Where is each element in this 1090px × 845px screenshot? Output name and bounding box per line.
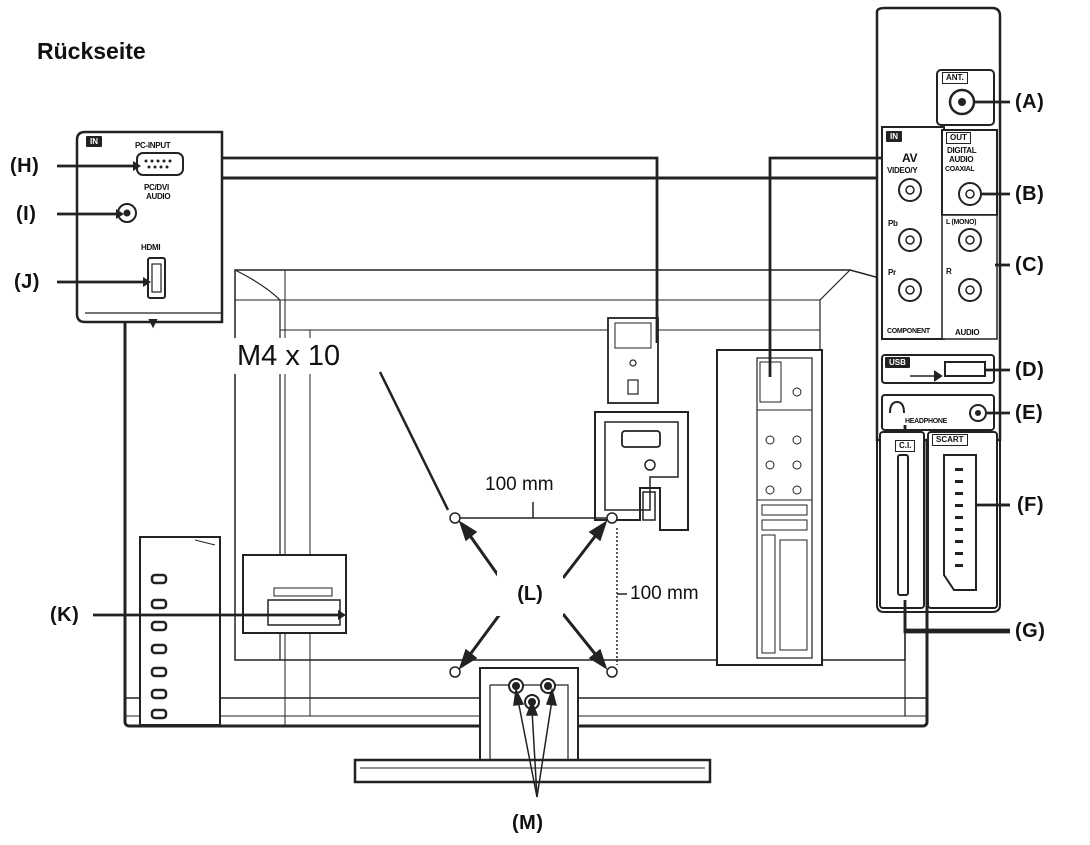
callout-G: (G) <box>1015 620 1046 642</box>
callout-A: (A) <box>1015 91 1045 113</box>
audio-label: AUDIO <box>955 328 980 337</box>
dimension-horizontal: 100 mm <box>482 474 557 496</box>
pc-dvi-label: PC/DVI <box>144 183 169 192</box>
component-label: COMPONENT <box>887 328 930 335</box>
connector-line-left <box>222 156 659 343</box>
screw-spec-label: M4 x 10 <box>231 338 347 374</box>
scart-connector <box>943 454 977 591</box>
center-terminal-small <box>607 317 659 404</box>
dimension-vertical: 100 mm <box>627 583 702 605</box>
callout-F: (F) <box>1017 494 1045 516</box>
callout-D: (D) <box>1015 359 1045 381</box>
callout-C: (C) <box>1015 254 1045 276</box>
video-y-jack <box>898 178 922 202</box>
pb-label: Pb <box>888 219 898 228</box>
callout-K: (K) <box>50 604 80 626</box>
callout-M: (M) <box>512 812 544 834</box>
headphone-label: HEADPHONE <box>905 418 948 425</box>
usb-label: USB <box>885 357 910 368</box>
coaxial-jack <box>958 182 982 206</box>
coaxial-label: COAXIAL <box>945 166 975 173</box>
r-label: R <box>946 267 952 276</box>
left-inset-panel <box>75 130 224 324</box>
out-tag: OUT <box>946 132 971 144</box>
pr-jack <box>898 278 922 302</box>
ci-slot <box>897 454 909 596</box>
digital-audio-label: AUDIO <box>949 155 974 164</box>
scart-label: SCART <box>932 434 968 446</box>
pr-label: Pr <box>888 268 896 277</box>
headphone-jack <box>969 404 987 422</box>
audio-r-jack <box>958 278 982 302</box>
pb-jack <box>898 228 922 252</box>
av-label: AV <box>902 151 918 165</box>
callout-I: (I) <box>16 203 37 225</box>
ant-label: ANT. <box>942 72 968 84</box>
video-y-label: VIDEO/Y <box>887 166 918 175</box>
digital-label: DIGITAL <box>947 146 977 155</box>
audio-l-jack <box>958 228 982 252</box>
left-in-tag: IN <box>86 136 102 147</box>
pc-input-label: PC-INPUT <box>135 141 171 150</box>
page-title: Rückseite <box>37 38 146 64</box>
callout-J: (J) <box>14 271 40 293</box>
hdmi-label: HDMI <box>141 243 161 252</box>
callout-E: (E) <box>1015 402 1044 424</box>
right-in-tag: IN <box>886 131 902 142</box>
power-module <box>242 554 347 634</box>
callout-B: (B) <box>1015 183 1045 205</box>
side-buttons <box>150 573 168 720</box>
connector-line-right <box>768 156 882 377</box>
antenna-jack <box>948 88 976 116</box>
pc-audio-label: AUDIO <box>146 192 171 201</box>
l-mono-label: L (MONO) <box>946 219 977 226</box>
callout-H: (H) <box>10 155 40 177</box>
callout-L: (L) <box>497 572 563 616</box>
right-inset-lower <box>876 440 1001 613</box>
ci-label: C.I. <box>895 440 916 452</box>
